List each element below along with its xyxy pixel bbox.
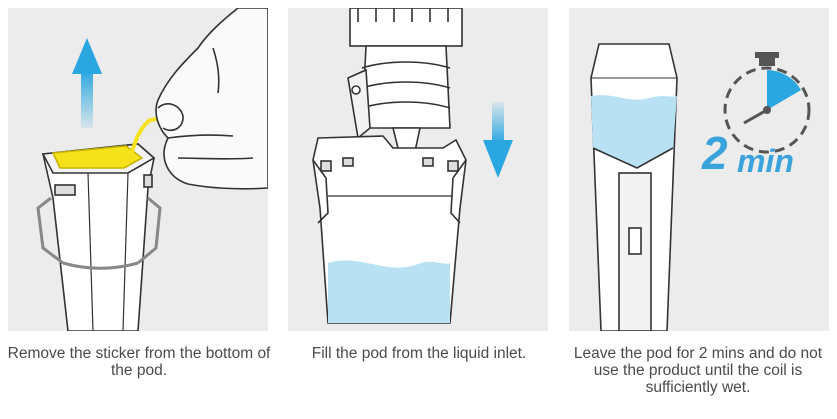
stopwatch-icon	[723, 52, 811, 154]
up-arrow-icon	[72, 38, 102, 128]
fill-pod-illustration	[312, 8, 513, 324]
step-2-caption: Fill the pod from the liquid inlet.	[311, 345, 527, 362]
timer-unit: min	[737, 143, 794, 179]
pod-icon	[312, 135, 467, 324]
down-arrow-icon	[483, 102, 513, 178]
step-3-panel: 2 min	[569, 8, 829, 331]
remove-sticker-illustration	[36, 8, 268, 331]
wait-illustration	[590, 43, 811, 331]
hand-icon	[155, 8, 268, 190]
step-2-panel	[288, 8, 548, 331]
timer-number: 2	[702, 127, 728, 179]
step-3-caption: Leave the pod for 2 mins and do not use …	[573, 345, 823, 396]
pod-icon	[36, 143, 162, 331]
step-1-caption: Remove the sticker from the bottom of th…	[7, 345, 271, 379]
step-1-panel	[8, 8, 268, 331]
bottle-icon	[347, 8, 463, 157]
sticker-tab-icon	[128, 116, 164, 159]
pod-icon	[590, 43, 678, 331]
